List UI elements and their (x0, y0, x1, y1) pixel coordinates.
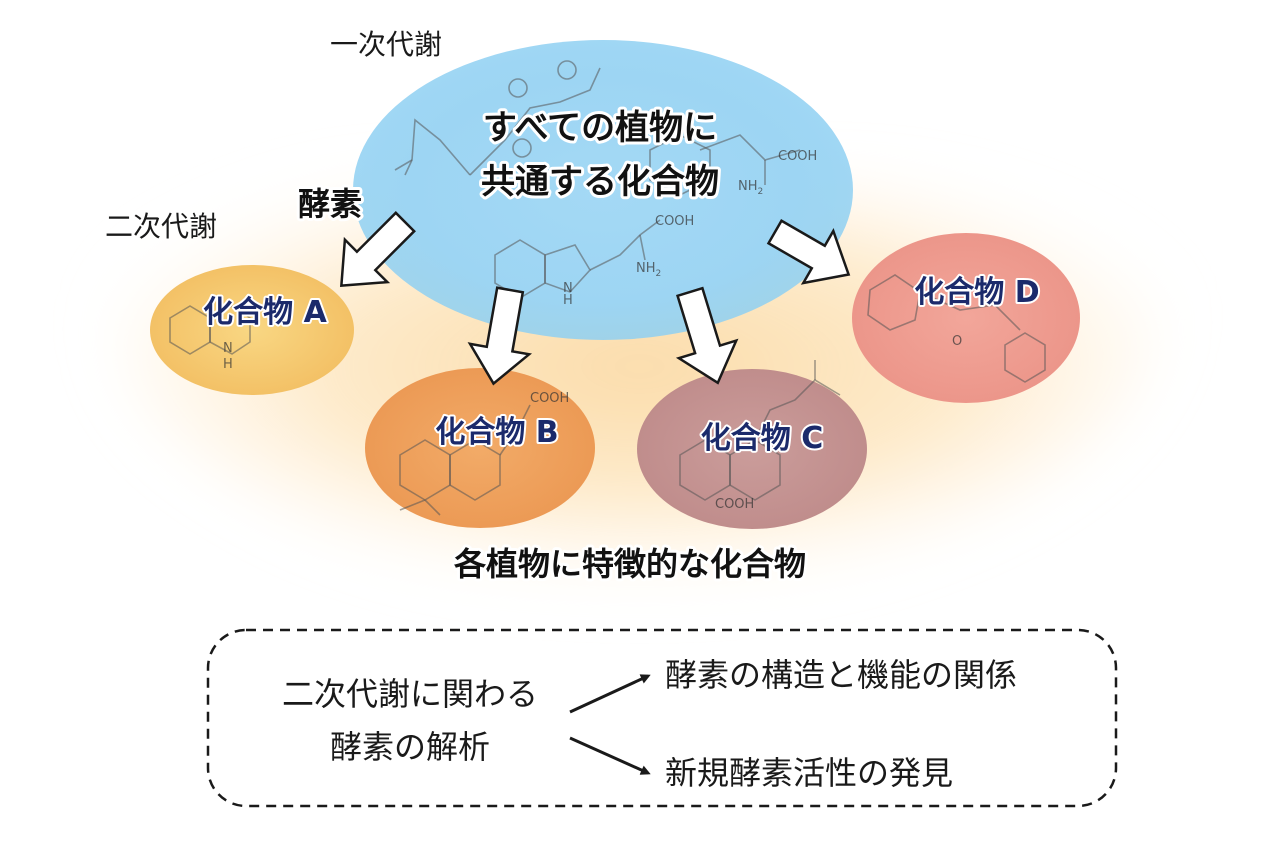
compound-a-label: 化合物 A (203, 295, 327, 330)
indole-h-text: H (563, 293, 573, 308)
research-arrow-up (569, 674, 651, 714)
nh2-top-text: NH2 (738, 179, 763, 197)
compound-a-structure: N H (169, 305, 251, 372)
primary-ellipse (353, 40, 853, 340)
compound-b-ellipse (365, 368, 595, 528)
research-box (206, 628, 1118, 808)
hollow-arrow-to-b (467, 286, 533, 386)
primary-compounds-line2: 共通する化合物 (481, 162, 719, 202)
indole-n-text: N (563, 281, 573, 296)
hollow-arrow-to-a (340, 211, 416, 287)
compound-d-label: 化合物 D (914, 275, 1039, 310)
compound-c-ellipse (637, 369, 867, 529)
enzyme-label: 酵素 (298, 185, 362, 223)
primary-metabolism-label: 一次代謝 (330, 28, 442, 61)
specific-compounds-label: 各植物に特徴的な化合物 (454, 545, 806, 583)
cooh-mid-text: COOH (655, 214, 694, 229)
hollow-arrow-to-c (675, 286, 739, 385)
research-structure-function: 酵素の構造と機能の関係 (665, 656, 1017, 694)
cooh-top-text: COOH (778, 149, 817, 164)
compound-a-h-text: H (223, 357, 233, 372)
research-left-line1: 二次代謝に関わる (282, 675, 538, 713)
compound-d-o-text: O (952, 334, 962, 349)
compound-b-cooh-text: COOH (530, 391, 569, 406)
compound-c-label: 化合物 C (701, 421, 823, 456)
secondary-metabolism-label: 二次代謝 (105, 210, 217, 243)
compound-c-cooh-text: COOH (715, 497, 754, 512)
hollow-arrow-to-d (766, 219, 851, 285)
compound-a-ellipse (150, 265, 354, 395)
primary-compounds-line1: すべての植物に (483, 108, 717, 148)
compound-a-n-text: N (223, 341, 233, 356)
research-new-activity: 新規酵素活性の発見 (665, 754, 953, 792)
primary-molecule-structures: COOH NH2 COOH NH2 N H (394, 60, 817, 308)
compound-d-structure: O (867, 274, 1046, 383)
compound-b-label: 化合物 B (435, 415, 558, 450)
compound-d-ellipse (852, 233, 1080, 403)
research-arrow-down (569, 736, 651, 775)
research-left-line2: 酵素の解析 (330, 728, 490, 766)
compound-b-structure: COOH (399, 391, 569, 516)
compound-c-structure: COOH (679, 360, 841, 512)
nh2-mid-text: NH2 (636, 261, 661, 279)
